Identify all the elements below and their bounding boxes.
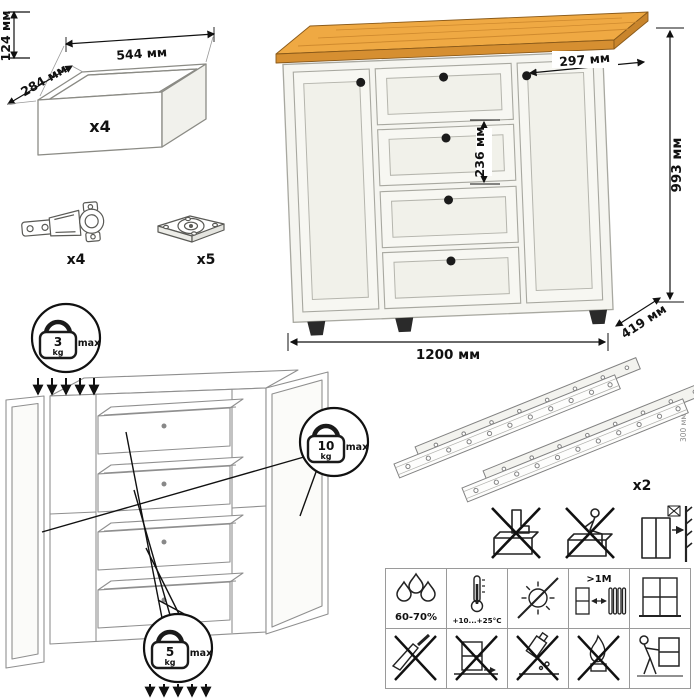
left-door-knob — [356, 77, 366, 87]
sunlight-icon — [517, 577, 559, 619]
drawer-knob — [446, 256, 456, 266]
no-standing-on-drawer-icon — [491, 507, 541, 559]
load-top-max: max — [78, 338, 100, 349]
sketch-left-door — [5, 395, 45, 669]
hardware-figures: x4 x5 — [21, 201, 225, 268]
commode-wood-top — [275, 11, 649, 64]
depth-label: 419 мм — [618, 301, 669, 341]
commode-figure: 297 мм 236 мм 993 мм 1200 мм 419 мм — [275, 11, 685, 363]
no-open-flame-icon — [577, 634, 620, 681]
drawer-box-diagram: 124 мм 544 мм 284 мм x4 — [0, 10, 216, 156]
no-sharp-objects-icon — [391, 633, 437, 681]
foot-count-label: x5 — [197, 252, 216, 268]
width-label: 1200 мм — [416, 347, 480, 363]
load-top-arrows — [32, 378, 100, 396]
load-doors-value: 10 — [318, 439, 335, 453]
open-commode-sketch — [5, 369, 329, 669]
load-doors-max: max — [346, 442, 368, 453]
commode-body — [282, 51, 614, 336]
door-width-dimension: 297 мм — [528, 50, 646, 77]
no-sitting-on-drawer-icon — [565, 507, 615, 559]
drawer-height-dimension: 236 мм — [470, 119, 500, 185]
drawer-height-dimension — [8, 10, 30, 60]
commode-left-door — [292, 68, 380, 313]
load-limit-top: 3 kg max — [30, 302, 102, 396]
drawer-knob — [444, 195, 454, 205]
commode-feet — [307, 309, 608, 336]
drawer-depth-dimension — [6, 65, 84, 105]
load-limit-doors: 10 kg max — [298, 406, 370, 478]
width-dimension: 1200 мм — [287, 333, 609, 363]
slides-count-label: x2 — [633, 478, 652, 494]
sketch-open-drawer-3 — [97, 514, 244, 571]
drawer-front-1 — [374, 62, 514, 126]
warning-icons — [491, 505, 693, 562]
load-top-unit: kg — [52, 348, 63, 357]
slides-figure: x2 300 мм — [393, 357, 694, 503]
drawer-slide-2 — [461, 381, 694, 503]
drawer-slide-1 — [393, 357, 641, 479]
hinge-icon — [21, 201, 105, 243]
drawer-front-3 — [379, 185, 519, 249]
foot-icon — [157, 215, 225, 243]
ventilation-window-icon — [639, 577, 681, 617]
load-drawers-value: 5 — [166, 645, 174, 659]
sketch-open-drawer-4 — [97, 572, 244, 629]
carry-properly-icon — [637, 635, 683, 677]
sketch-open-drawer-1 — [97, 398, 244, 455]
drawer-knob — [439, 72, 449, 82]
drawer-count-label: x4 — [89, 117, 110, 136]
load-drawers-unit: kg — [164, 658, 175, 667]
kettlebell-icon — [311, 423, 341, 439]
drawer-height-label: 124 мм — [0, 11, 13, 62]
humidity-label: 60-70% — [395, 612, 437, 623]
humidity-icon — [396, 572, 436, 602]
load-drawers-arrows — [144, 684, 212, 698]
load-top-value: 3 — [54, 335, 62, 349]
kettlebell-icon — [43, 319, 73, 335]
depth-dimension: 419 мм — [615, 297, 669, 341]
load-limit-diagram: 3 kg max 10 kg max 5 kg — [5, 302, 370, 698]
drawer-front-2 — [377, 123, 517, 187]
commode-drawers — [374, 62, 522, 310]
no-dragging-icon — [454, 635, 498, 681]
temperature-label: +10...+25°C — [452, 616, 501, 625]
care-icons-grid: 60-70% +10...+25°C — [385, 568, 691, 689]
no-solvents-icon — [516, 631, 559, 681]
drawer-front-4 — [382, 246, 522, 310]
drawer-width-label: 544 мм — [116, 44, 168, 63]
kettlebell-icon — [155, 629, 185, 645]
height-label: 993 мм — [669, 138, 685, 193]
load-doors-unit: kg — [320, 452, 331, 461]
temperature-icon — [470, 575, 485, 613]
load-limit-drawers: 5 kg max — [142, 612, 214, 698]
load-pointer-lines — [41, 431, 317, 619]
height-dimension: 993 мм — [656, 27, 685, 303]
heat-distance-label: >1M — [586, 574, 611, 585]
drawer-knob — [441, 133, 451, 143]
sketch-open-drawer-2 — [97, 456, 244, 513]
load-drawers-max: max — [190, 648, 212, 659]
hinge-count-label: x4 — [67, 252, 86, 268]
drawer-height-label: 236 мм — [472, 127, 487, 178]
door-width-label: 297 мм — [559, 50, 611, 69]
commode-right-door — [516, 59, 604, 304]
drawer-box-drawing — [37, 63, 207, 156]
anchor-to-wall-icon — [641, 505, 693, 562]
heat-distance-icon — [575, 587, 627, 615]
slides-length-label: 300 мм — [679, 414, 688, 442]
